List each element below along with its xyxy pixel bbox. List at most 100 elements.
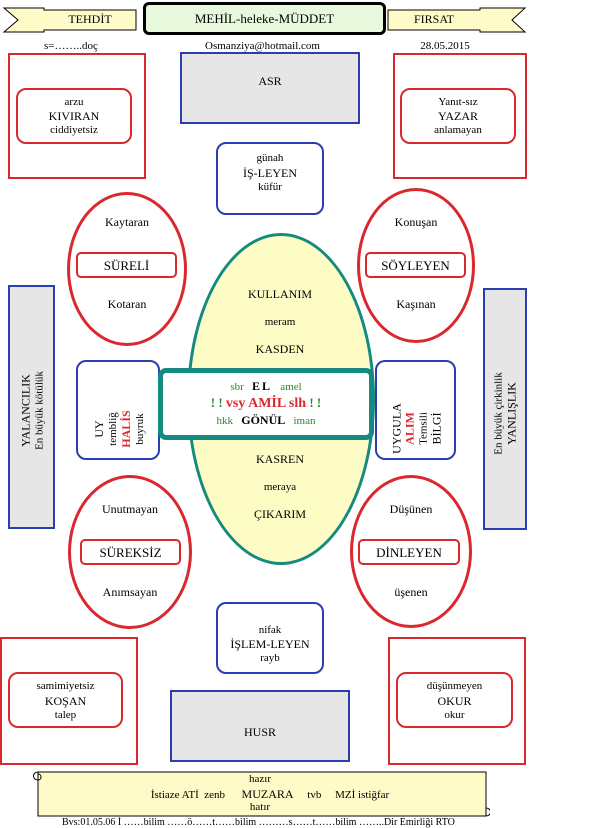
right-inner-text: UYGULA ALIM Temsili BİLGİ [389, 379, 444, 479]
top-center-line3: küfür [258, 181, 282, 193]
right-ribbon-label: FIRSAT [413, 12, 454, 26]
bottom-left-line3: talep [54, 709, 77, 721]
top-left-line2: KIVIRAN [48, 109, 100, 123]
right-inner-line2: ALIM [402, 412, 417, 445]
scroll-line3: hatır [249, 801, 271, 813]
page-title: MEHİL-heleke-MÜDDET [194, 11, 335, 26]
center-row3-right: iman [293, 415, 316, 427]
scroll-line2: İstiaze ATİ zenb MUZARA tvb MZİ istiğfar [130, 787, 410, 802]
right-inner-line3: Temsili [417, 412, 430, 445]
center-top-line3: KASDEN [255, 342, 305, 356]
right-side-line1: En büyük çirkinlik [492, 372, 505, 455]
ellipse-bottom-left-top: Unutmayan [102, 502, 158, 516]
bottom-center-box: nifak İŞLEM-LEYEN rayb [216, 602, 324, 674]
left-inner-line1: UY [92, 420, 106, 438]
center-box: sbr EL amel ! ! vsy AMİL slh ! ! hkk GÖN… [158, 368, 374, 440]
scroll-part-istiaze: İstiaze ATİ [150, 789, 199, 801]
center-row1-left: sbr [230, 381, 244, 393]
center-row2-right: ! ! [309, 395, 322, 410]
center-row2-left: ! ! [210, 395, 223, 410]
top-left-box: arzu KIVIRAN ciddiyetsiz [16, 88, 132, 144]
top-center-box: günah İŞ-LEYEN küfür [216, 142, 324, 215]
ellipse-bottom-left-bottom: Anımsayan [102, 585, 158, 599]
center-top-line2: meram [264, 316, 296, 328]
center-row2: ! ! vsy AMİL slh ! ! [163, 395, 369, 412]
ellipse-top-right-top: Konuşan [394, 215, 438, 229]
right-side-line2: YANLIŞLIK [504, 382, 519, 445]
top-center-line1: günah [256, 152, 284, 164]
label-soyleyen: SÖYLEYEN [365, 252, 466, 278]
right-inner-box: UYGULA ALIM Temsili BİLGİ [375, 360, 456, 460]
top-right-line2: YAZAR [437, 109, 478, 123]
title-box: MEHİL-heleke-MÜDDET [143, 2, 386, 35]
bottom-right-line3: okur [444, 709, 465, 721]
right-side-text: En büyük çirkinlik YANLIŞLIK [493, 293, 520, 535]
left-inner-box: UY tembliğ HALİS buyruk [76, 360, 160, 460]
label-dinleyen: DİNLEYEN [358, 539, 460, 565]
center-bottom-line1: KASREN [255, 452, 304, 466]
asr-box: ASR [180, 52, 360, 124]
center-row1-center: EL [252, 379, 273, 393]
husr-label: HUSR [243, 725, 276, 739]
top-right-line1: Yanıt-sız [438, 96, 478, 108]
center-row3-center: GÖNÜL [241, 413, 286, 427]
center-bottom-line3: ÇIKARIM [253, 507, 306, 521]
left-side-bar: YALANCILIK En büyük kötülük [8, 285, 55, 529]
label-sureksiz-text: SÜREKSİZ [99, 545, 162, 560]
ellipse-bottom-right-top: Düşünen [389, 502, 433, 516]
bottom-left-line1: samimiyetsiz [36, 680, 95, 692]
top-right-frame [393, 53, 527, 179]
scroll-part-zenb: zenb [204, 789, 226, 801]
bottom-right-frame [388, 637, 526, 765]
scroll-banner [33, 771, 490, 817]
husr-box: HUSR [170, 690, 350, 762]
bottom-center-line2: İŞLEM-LEYEN [230, 637, 310, 651]
email-text: Osmanziya@hotmail.com [205, 40, 320, 52]
top-left-line3: ciddiyetsiz [50, 124, 98, 136]
top-right-box: Yanıt-sız YAZAR anlamayan [400, 88, 516, 144]
bottom-left-line2: KOŞAN [44, 694, 87, 708]
left-inner-line2: tembliğ [107, 412, 119, 446]
date-text: 28.05.2015 [420, 40, 470, 52]
top-center-line2: İŞ-LEYEN [243, 166, 297, 180]
scroll-line1: hazır [249, 773, 271, 785]
center-row3-left: hkk [216, 415, 233, 427]
bottom-right-line1: düşünmeyen [426, 680, 483, 692]
center-row1-right: amel [280, 381, 302, 393]
left-inner-line4: buyruk [134, 413, 146, 445]
label-soyleyen-text: SÖYLEYEN [381, 258, 450, 273]
bottom-center-line3: rayb [260, 652, 280, 664]
right-inner-line4: BİLGİ [429, 412, 444, 445]
right-inner-line1: UYGULA [389, 403, 404, 454]
center-row1: sbr EL amel [163, 379, 369, 394]
top-left-line1: arzu [64, 96, 84, 108]
ellipse-top-left-top: Kaytaran [105, 215, 149, 229]
bottom-right-box: düşünmeyen OKUR okur [396, 672, 513, 728]
left-ribbon-label: TEHDİT [68, 12, 112, 26]
left-inner-line3: HALİS [119, 410, 133, 448]
left-note: s=……..doç [44, 40, 98, 52]
scroll-part-mzi: MZİ istiğfar [335, 789, 390, 801]
label-sureli: SÜRELİ [76, 252, 177, 278]
bottom-right-line2: OKUR [437, 694, 472, 708]
center-row2-center: vsy AMİL slh [225, 396, 307, 411]
left-side-line2: En büyük kötülük [33, 371, 46, 450]
left-side-text: YALANCILIK En büyük kötülük [19, 289, 46, 533]
left-inner-text: UY tembliğ HALİS buyruk [92, 379, 147, 479]
ellipse-top-left-bottom: Kotaran [107, 297, 147, 311]
label-sureli-text: SÜRELİ [103, 258, 150, 273]
footer-text: Bvs:01.05.06 İ ……bilim ……ö……t……bilim ………… [62, 817, 455, 828]
top-right-line3: anlamayan [434, 124, 482, 136]
bottom-left-box: samimiyetsiz KOŞAN talep [8, 672, 123, 728]
left-side-line1: YALANCILIK [18, 374, 33, 447]
label-dinleyen-text: DİNLEYEN [376, 545, 442, 560]
center-bottom-line2: meraya [263, 481, 297, 493]
scroll-part-muzara: MUZARA [241, 787, 294, 801]
label-sureksiz: SÜREKSİZ [80, 539, 181, 565]
bottom-center-line1: nifak [258, 624, 282, 636]
center-top-line1: KULLANIM [248, 287, 312, 301]
header-ribbons [2, 7, 527, 33]
ellipse-bottom-right-bottom: üşenen [394, 585, 428, 599]
asr-label: ASR [258, 74, 282, 88]
scroll-part-tvb: tvb [307, 789, 322, 801]
